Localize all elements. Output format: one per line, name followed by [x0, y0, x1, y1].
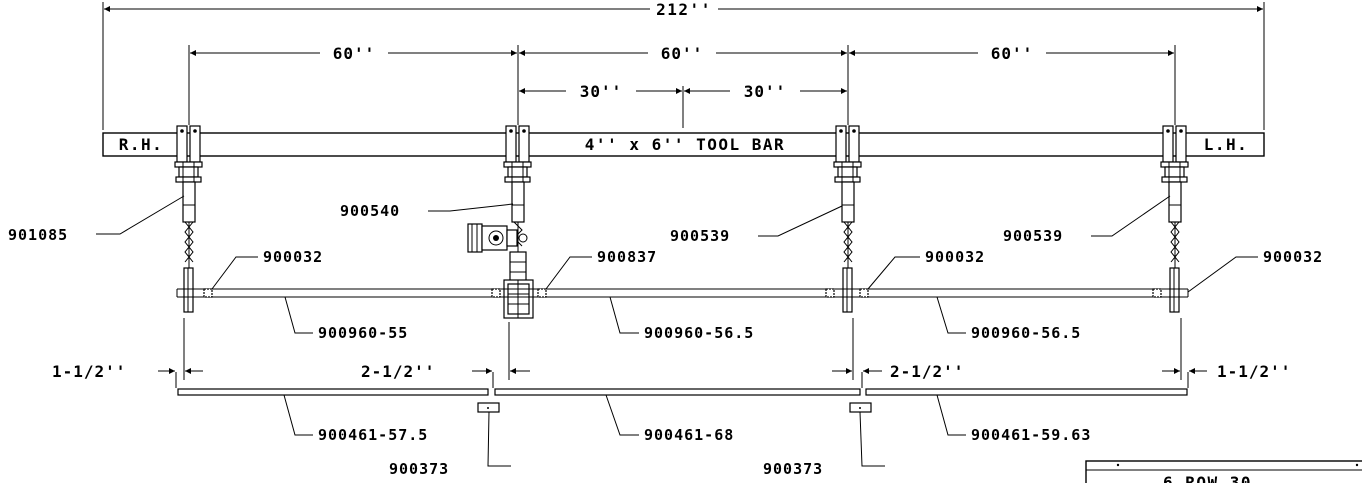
shaft-callouts: 900960-55 900960-56.5 900960-56.5: [284, 296, 1081, 342]
offset-mid-right-label: 2-1/2'': [890, 362, 964, 381]
overall-dimension: 212'': [102, 0, 1265, 130]
offset-left-label: 1-1/2'': [52, 362, 126, 381]
hydraulic-motor: [467, 223, 518, 253]
gearbox: [503, 233, 534, 319]
toolbar-left-end-label: R.H.: [119, 135, 164, 154]
overall-dimension-label: 212'': [656, 0, 712, 19]
bar-3-part-number: 900461-59.63: [971, 426, 1091, 444]
marker-bars: [177, 388, 1188, 396]
mount-1-part-number: 901085: [8, 226, 68, 244]
span-2-label: 60'': [661, 44, 704, 63]
shaft-2-part-number: 900960-56.5: [644, 324, 754, 342]
offset-right-label: 1-1/2'': [1217, 362, 1291, 381]
bar-callouts: 900461-57.5 900461-68 900461-59.63: [283, 394, 1091, 444]
tool-bar: R.H. L.H. 4'' x 6'' TOOL BAR: [102, 132, 1265, 157]
title-block-text: 6 ROW 30: [1163, 473, 1252, 483]
coupler-callouts: 900032 900837 900032 900032: [211, 248, 1323, 293]
row-mount-4: [1160, 125, 1189, 313]
offset-mid-left-label: 2-1/2'': [361, 362, 435, 381]
drive-shafts: [176, 288, 1189, 298]
shaft-3-part-number: 900960-56.5: [971, 324, 1081, 342]
row-mount-3: [833, 125, 862, 313]
spacer-2-part-number: 900373: [763, 460, 823, 478]
mount-3-part-number: 900539: [670, 227, 730, 245]
span-dimensions: 60'' 60'' 60'': [188, 44, 1176, 125]
span-3-label: 60'': [991, 44, 1034, 63]
mount-2-part-number: 900540: [340, 202, 400, 220]
coupler-1-part-number: 900032: [263, 248, 323, 266]
spacers: [477, 402, 872, 413]
row-mount-1: [174, 125, 203, 313]
row-mount-2: [503, 125, 532, 280]
half-2-label: 30'': [744, 82, 787, 101]
spacer-callouts: 900373 900373: [389, 411, 885, 478]
bar-1-part-number: 900461-57.5: [318, 426, 428, 444]
toolbar-label: 4'' x 6'' TOOL BAR: [585, 135, 785, 154]
span-1-label: 60'': [333, 44, 376, 63]
coupler-3-part-number: 900032: [925, 248, 985, 266]
half-dimensions: 30'' 30'': [519, 82, 847, 128]
bar-2-part-number: 900461-68: [644, 426, 734, 444]
spacer-1-part-number: 900373: [389, 460, 449, 478]
offset-dimensions: 1-1/2'' 2-1/2'' 2-1/2'' 1-1/2'': [52, 318, 1291, 388]
coupler-4-part-number: 900032: [1263, 248, 1323, 266]
coupler-2-part-number: 900837: [597, 248, 657, 266]
shaft-1-part-number: 900960-55: [318, 324, 408, 342]
half-1-label: 30'': [580, 82, 623, 101]
title-block: 6 ROW 30: [1085, 460, 1362, 483]
mount-4-part-number: 900539: [1003, 227, 1063, 245]
mount-callouts: 901085 900540 900539 900539: [8, 195, 1171, 245]
toolbar-right-end-label: L.H.: [1204, 135, 1249, 154]
